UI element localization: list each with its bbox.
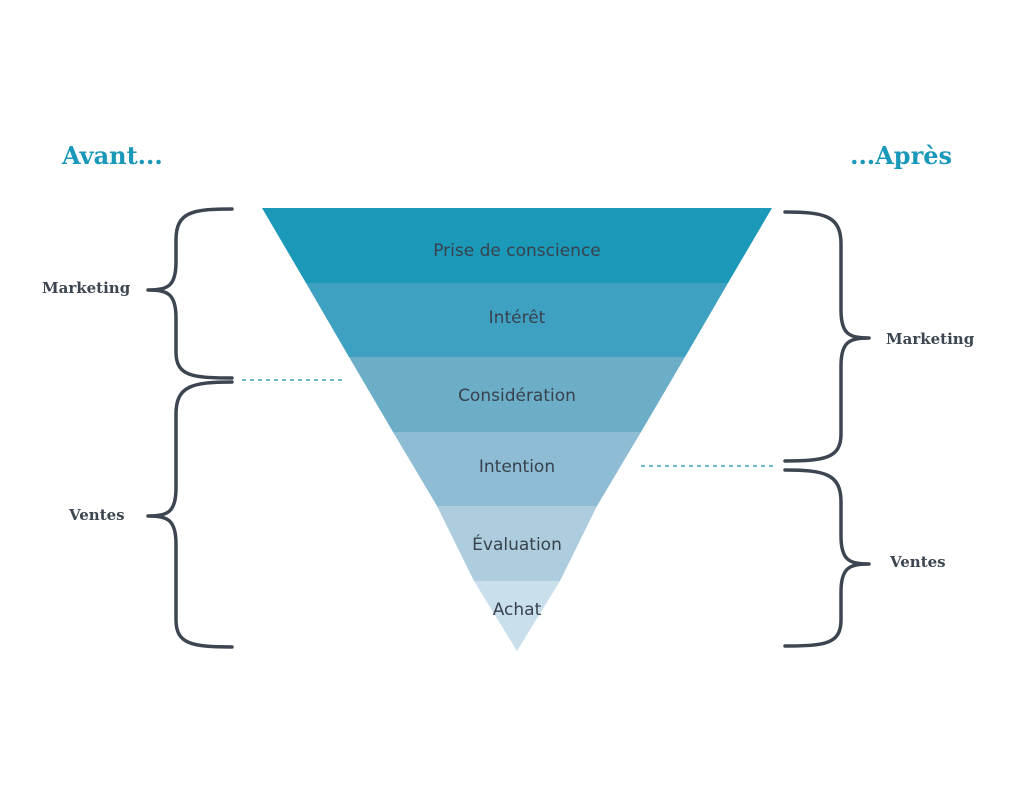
funnel-layer-consideration: [349, 357, 685, 432]
brace-before-marketing: [146, 207, 234, 380]
brace-before-sales: [146, 380, 234, 649]
stage-label-prise-de-conscience: Prise de conscience: [433, 241, 601, 261]
stage-label-intention: Intention: [479, 457, 555, 477]
stage-label-achat: Achat: [493, 600, 542, 620]
brace-after-sales: [783, 468, 871, 648]
label-before-sales: Ventes: [68, 506, 125, 524]
brace-after-marketing: [783, 210, 871, 463]
funnel-layer-achat: [474, 581, 560, 651]
heading-after: ...Après: [850, 141, 952, 170]
funnel-stage-labels: Prise de conscience Intérêt Considératio…: [433, 241, 601, 620]
stage-label-interet: Intérêt: [489, 308, 546, 328]
label-after-sales: Ventes: [889, 553, 946, 571]
stage-label-consideration: Considération: [458, 386, 576, 406]
stage-label-evaluation: Évaluation: [472, 533, 562, 555]
funnel-layer-intention: [393, 432, 641, 506]
funnel-layer-evaluation: [437, 506, 597, 581]
funnel-layer-interet: [306, 283, 728, 357]
braces-before: [146, 207, 234, 649]
funnel: [262, 208, 772, 651]
braces-after: [783, 210, 871, 648]
label-before-marketing: Marketing: [42, 279, 131, 297]
label-after-marketing: Marketing: [886, 330, 975, 348]
heading-before: Avant...: [61, 141, 163, 170]
funnel-layer-prise-de-conscience: [262, 208, 772, 283]
